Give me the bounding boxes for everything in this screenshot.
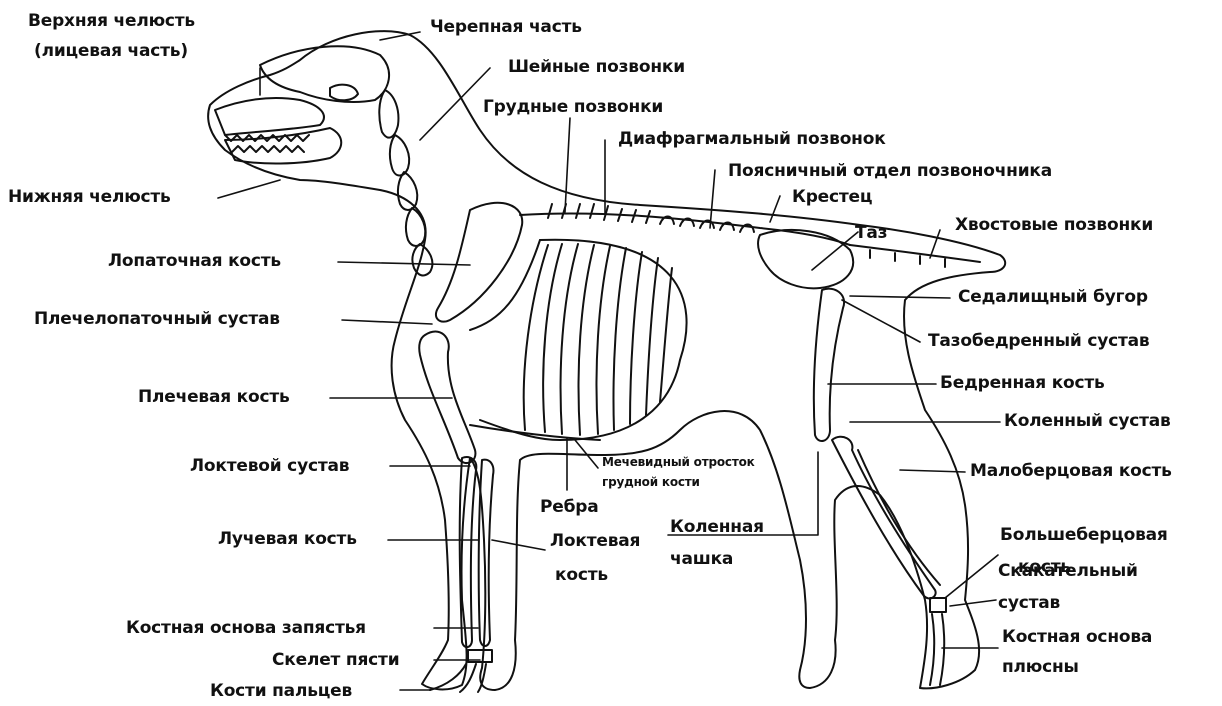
label-hock-line2: сустав (998, 592, 1060, 614)
label-metacarpus: Скелет пясти (272, 649, 399, 671)
label-lower-jaw: Нижняя челюсть (8, 186, 171, 208)
tail-vertebrae (850, 245, 980, 267)
label-femur: Бедренная кость (940, 372, 1105, 394)
label-cervical: Шейные позвонки (508, 56, 685, 78)
label-ischial-tuberosity: Седалищный бугор (958, 286, 1148, 308)
label-metatarsus-line2: плюсны (1002, 656, 1079, 678)
label-knee-joint: Коленный сустав (1004, 410, 1171, 432)
label-xiphoid-line1: Мечевидный отросток (602, 454, 755, 470)
label-patella-line2: чашка (670, 548, 733, 570)
label-ulna-line1: Локтевая (550, 530, 640, 552)
label-upper-jaw-note: (лицевая часть) (34, 40, 188, 62)
label-thoracic: Грудные позвонки (483, 96, 663, 118)
label-fibula: Малоберцовая кость (970, 460, 1172, 482)
label-phalanges: Кости пальцев (210, 680, 352, 702)
eye-socket (330, 85, 358, 101)
label-xiphoid-line2: грудной кости (602, 474, 700, 490)
label-caudal: Хвостовые позвонки (955, 214, 1153, 236)
upper-jaw-outline (215, 98, 324, 135)
label-ulna-line2: кость (555, 564, 608, 586)
label-pelvis: Таз (855, 222, 887, 244)
label-sacrum: Крестец (792, 186, 872, 208)
label-hock-line1: Скакательный (998, 560, 1138, 582)
cervical-vertebrae (379, 90, 432, 275)
label-cranial: Черепная часть (430, 16, 582, 38)
label-tibia-line1: Большеберцовая (1000, 524, 1168, 546)
label-patella-line1: Коленная (670, 516, 764, 538)
label-lumbar: Поясничный отдел позвоночника (728, 160, 1052, 182)
label-elbow-joint: Локтевой сустав (190, 455, 349, 477)
skull-outline (260, 46, 389, 102)
label-upper-jaw: Верхняя челюсть (28, 10, 195, 32)
label-metatarsus-line1: Костная основа (1002, 626, 1152, 648)
label-humerus: Плечевая кость (138, 386, 290, 408)
label-hip-joint: Тазобедренный сустав (928, 330, 1149, 352)
label-scapula: Лопаточная кость (108, 250, 281, 272)
teeth-lower (232, 146, 304, 152)
label-shoulder-joint: Плечелопаточный сустав (34, 308, 280, 330)
label-radius: Лучевая кость (218, 528, 357, 550)
pelvis-outline (758, 230, 853, 288)
label-diaphragmatic: Диафрагмальный позвонок (618, 128, 886, 150)
label-carpus: Костная основа запястья (126, 617, 366, 639)
label-ribs: Ребра (540, 496, 599, 518)
